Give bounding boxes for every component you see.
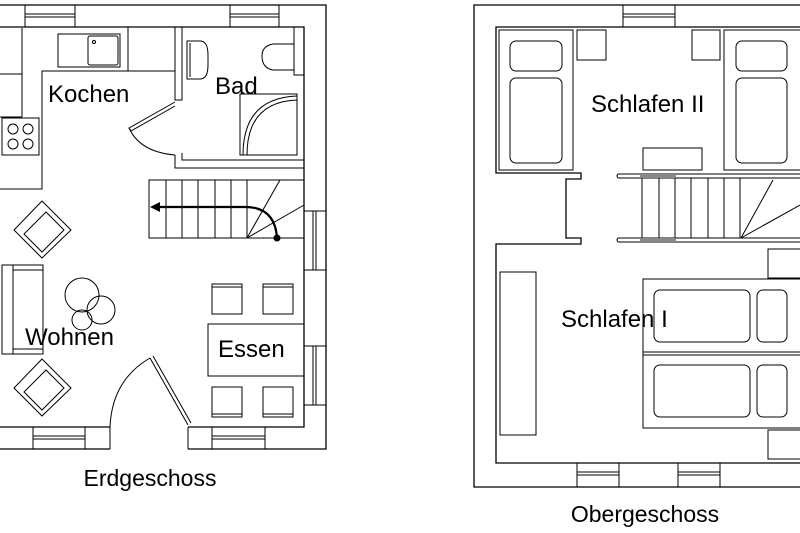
armchair-icon (13, 358, 72, 417)
outer-walls (0, 4, 327, 450)
chair-icon (262, 283, 294, 315)
chair-icon (262, 386, 294, 418)
nightstand (576, 29, 607, 61)
windows (576, 4, 721, 488)
ground-floor-plan: Kochen Bad Wohnen Essen Erdgeschoss (0, 4, 327, 491)
upper-floor-plan: Schlafen II Schlafen I Obergeschoss (473, 4, 800, 527)
dining-set (207, 283, 305, 418)
floor-caption-ground: Erdgeschoss (84, 465, 217, 491)
dresser (642, 147, 703, 171)
entrance-door[interactable] (109, 355, 192, 451)
dining-table (207, 323, 305, 377)
nightstand (767, 248, 800, 279)
room-label-living: Wohnen (25, 324, 114, 351)
staircase (148, 179, 305, 242)
room-label-kitchen: Kochen (48, 81, 129, 108)
nightstand (691, 29, 721, 61)
armchair-icon (13, 200, 72, 259)
washbasin-icon (186, 40, 209, 80)
toilet-icon (261, 43, 294, 71)
bath-door[interactable] (128, 101, 176, 156)
wardrobe (499, 271, 537, 436)
bed-icon (498, 29, 574, 171)
chair-icon (211, 283, 243, 315)
room-label-dining: Essen (218, 336, 285, 363)
staircase (616, 173, 800, 243)
chair-icon (211, 386, 243, 418)
plant-icon (64, 277, 116, 331)
room-label-bath: Bad (215, 73, 258, 100)
bed-icon (723, 29, 800, 171)
sink-icon (57, 33, 121, 68)
windows (24, 4, 327, 450)
bathroom-walls (174, 27, 304, 169)
stair-direction-arrow-icon (150, 202, 281, 242)
shower-icon (239, 93, 298, 156)
nightstand (767, 429, 800, 460)
floor-caption-upper: Obergeschoss (571, 501, 719, 527)
room-label-bedroom-2: Schlafen II (591, 91, 704, 118)
stove-icon (1, 117, 40, 156)
sofa-icon (1, 264, 44, 355)
outer-walls (473, 4, 800, 488)
double-bed-icon (642, 278, 800, 429)
kitchen-counter (0, 27, 175, 190)
room-label-bedroom-1: Schlafen I (561, 306, 668, 333)
